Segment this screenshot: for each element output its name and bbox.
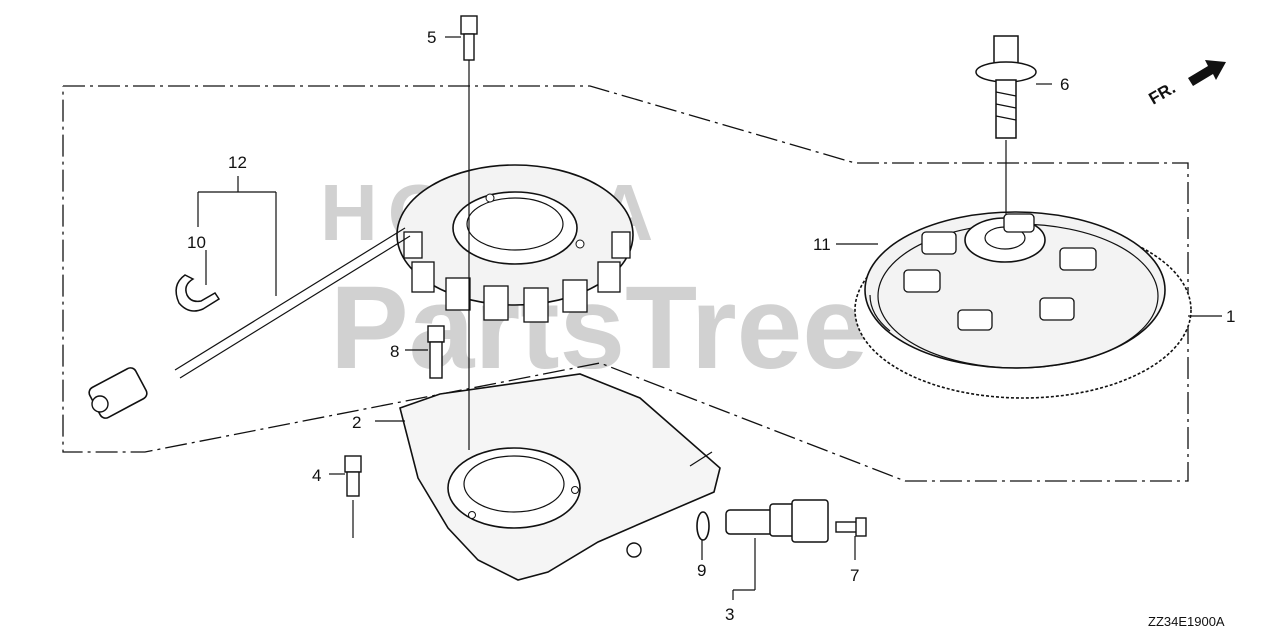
callout-8: 8 xyxy=(390,342,399,361)
bolt-5 xyxy=(460,15,478,450)
callout-7: 7 xyxy=(850,566,859,585)
cable-clip xyxy=(175,274,221,312)
callout-1: 1 xyxy=(1226,307,1235,326)
callout-9: 9 xyxy=(697,561,706,580)
callout-3: 3 xyxy=(725,605,734,624)
arrow-icon xyxy=(1188,60,1226,86)
stator-cable xyxy=(88,227,411,419)
callout-2: 2 xyxy=(352,413,361,432)
callout-5: 5 xyxy=(427,28,436,47)
callout-4: 4 xyxy=(312,466,321,485)
bolt-4 xyxy=(344,455,362,538)
flywheel-bolt xyxy=(975,35,1037,215)
bolt-8 xyxy=(427,325,445,379)
callout-11: 11 xyxy=(813,235,831,254)
drawing-code: ZZ34E1900A xyxy=(1148,614,1225,629)
callouts: 1 2 3 4 5 6 7 8 9 10 11 12 xyxy=(187,28,1235,624)
stator-coil xyxy=(396,164,634,323)
flywheel xyxy=(854,211,1192,399)
stator-bracket xyxy=(399,373,721,581)
callout-6: 6 xyxy=(1060,75,1069,94)
pulser-sensor xyxy=(696,499,867,543)
callout-10: 10 xyxy=(187,233,206,252)
assembly-outline xyxy=(62,85,1189,482)
leader-lines xyxy=(197,36,1222,600)
callout-12: 12 xyxy=(228,153,247,172)
direction-label: FR. xyxy=(1146,78,1179,108)
front-direction-arrow: FR. xyxy=(1146,60,1226,108)
o-ring xyxy=(696,511,710,541)
cable-connector xyxy=(88,367,148,419)
